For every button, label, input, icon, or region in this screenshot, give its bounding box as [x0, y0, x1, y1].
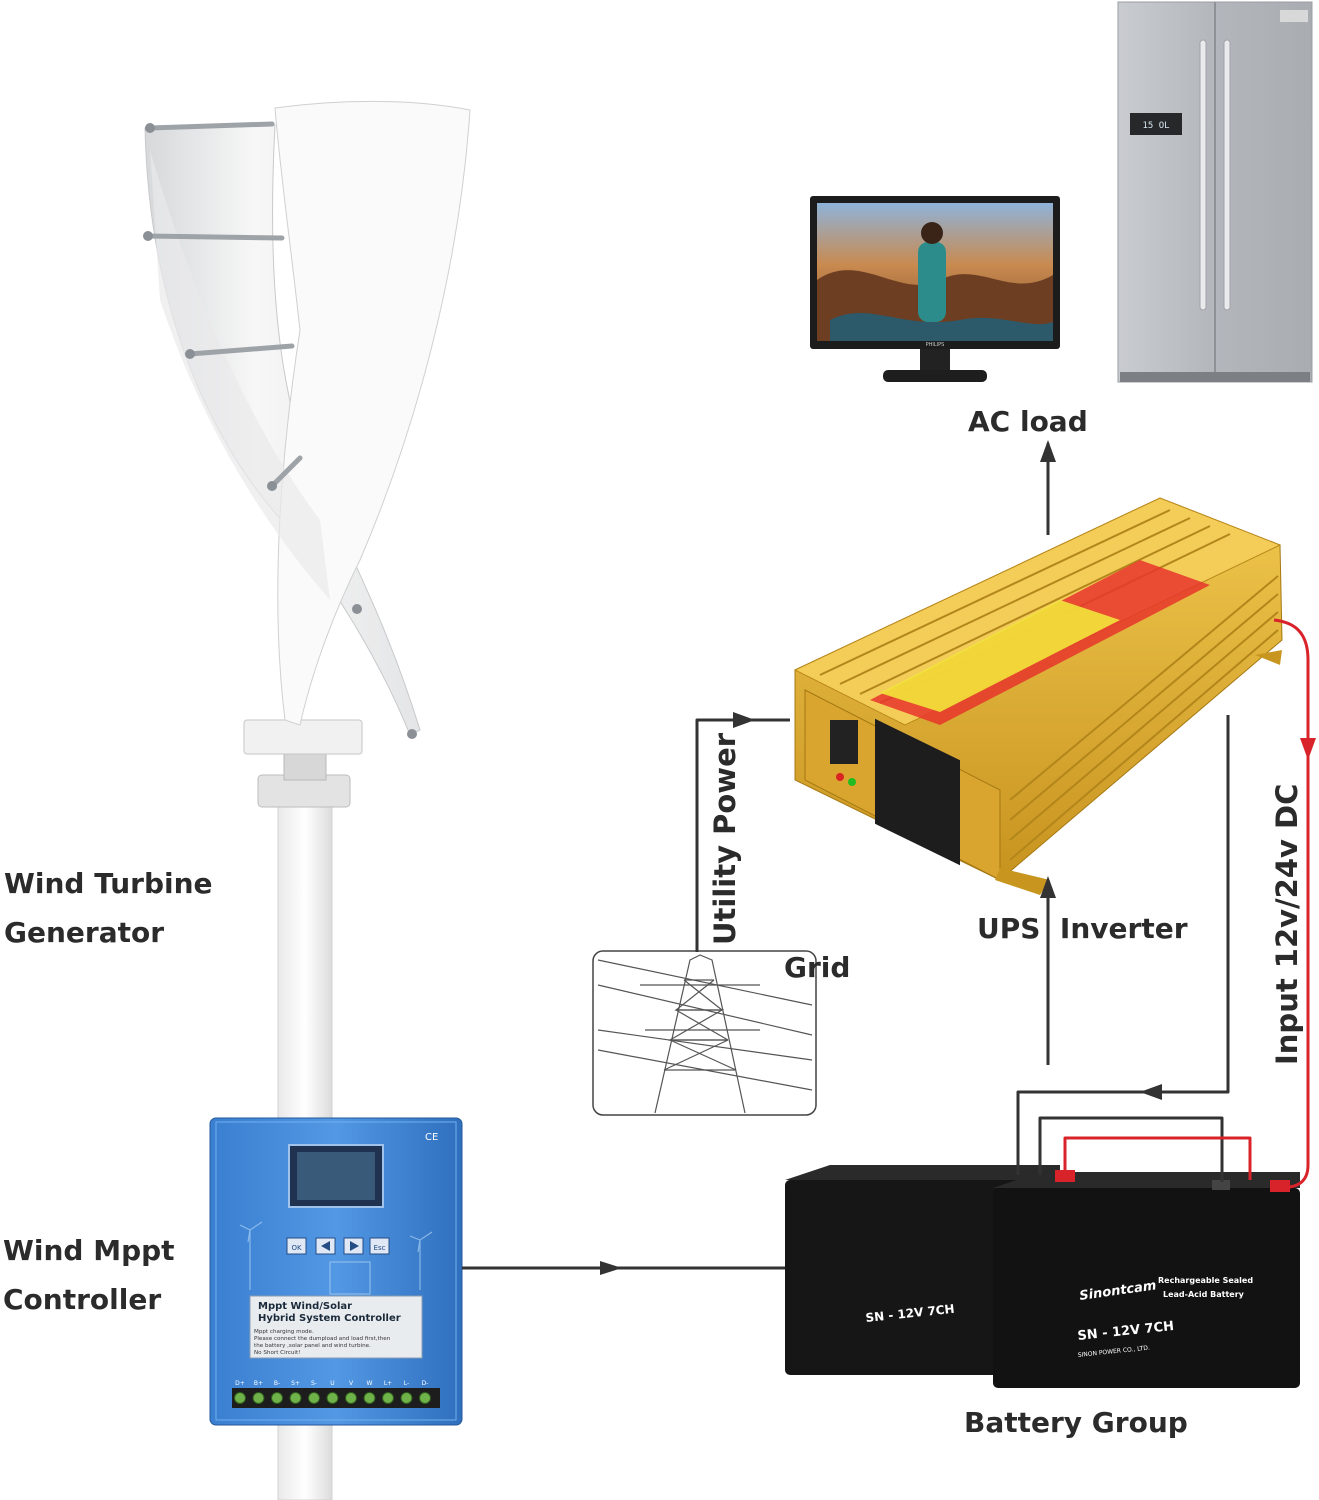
- terminal-label: L-: [404, 1380, 409, 1387]
- battery-input-label: Input 12v/24v DC: [1270, 783, 1304, 1065]
- controller-label-line1: Wind Mppt: [3, 1234, 175, 1267]
- terminal-screw: [363, 1392, 376, 1404]
- controller-esc-label: Esc: [374, 1244, 386, 1252]
- terminal-label: D+: [235, 1380, 245, 1387]
- refrigerator-image: 15 OL: [1117, 1, 1313, 383]
- controller-note-line4: No Short Circuit!: [254, 1350, 300, 1356]
- terminal-label: L+: [384, 1380, 392, 1387]
- battery-group-label: Battery Group: [964, 1406, 1188, 1439]
- terminal-label: W: [367, 1380, 373, 1387]
- battery-image: Sinontcam SN - 12V 7CH Rechargeable Seal…: [785, 1165, 1300, 1388]
- wind-turbine-label-line1: Wind Turbine: [4, 867, 213, 900]
- ac-load-label: AC load: [968, 405, 1088, 438]
- terminal-label: V: [349, 1380, 354, 1387]
- terminal-screw: [326, 1392, 339, 1404]
- wind-turbine-label-line2: Generator: [4, 916, 165, 949]
- controller-title-line2: Hybrid System Controller: [258, 1313, 401, 1324]
- terminal-screw: [308, 1392, 320, 1404]
- terminal-label: D-: [422, 1380, 429, 1387]
- utility-power-label: Utility Power: [708, 732, 742, 945]
- terminal-screw: [271, 1392, 283, 1404]
- terminal-label: B-: [274, 1380, 280, 1387]
- terminal-screw: [234, 1392, 246, 1404]
- terminal-screw: [252, 1392, 265, 1404]
- terminal-screws: [234, 1392, 431, 1404]
- controller-note-line1: Mppt charging mode.: [254, 1329, 314, 1335]
- battery-type-line1: Rechargeable Sealed: [1158, 1276, 1253, 1285]
- inverter-image: [793, 497, 1283, 895]
- controller-image: CE OK Esc Mppt Wind/Solar Hybrid System …: [209, 1117, 463, 1426]
- terminal-screw: [419, 1392, 431, 1404]
- controller-label-line2: Controller: [3, 1283, 162, 1316]
- battery-type-line2: Lead-Acid Battery: [1163, 1290, 1245, 1299]
- terminal-label: S-: [311, 1380, 317, 1387]
- monitor-image: PHILIPS: [810, 196, 1060, 382]
- terminal-label: S+: [291, 1380, 300, 1387]
- controller-note-line2: Please connect the dumpload and load fir…: [254, 1336, 391, 1342]
- terminal-label: B+: [254, 1380, 263, 1387]
- terminal-screw: [289, 1392, 302, 1404]
- controller-title-line1: Mppt Wind/Solar: [258, 1301, 352, 1312]
- ups-inverter-label: UPS Inverter: [977, 912, 1188, 945]
- wind-turbine-label: Wind Turbine Generator: [4, 859, 213, 957]
- power-tower-icon: [592, 950, 817, 1116]
- controller-label: Wind Mppt Controller: [3, 1226, 175, 1324]
- controller-note-line3: the battery ,solar panel and wind turbin…: [254, 1343, 371, 1349]
- wind-turbine-image: [143, 100, 471, 1500]
- wires: [462, 440, 1316, 1275]
- controller-ok-label: OK: [291, 1244, 302, 1252]
- terminal-label: U: [330, 1380, 334, 1387]
- wire-inverter-red: [1273, 618, 1310, 1190]
- wire-inverter-black: [1016, 715, 1230, 1175]
- fridge-display: 15 OL: [1142, 121, 1169, 131]
- terminal-screw: [400, 1392, 413, 1404]
- grid-label: Grid: [784, 951, 851, 984]
- ce-mark: CE: [425, 1132, 438, 1143]
- terminal-screw: [382, 1392, 394, 1404]
- terminal-screw: [345, 1392, 357, 1404]
- wire-grid-to-inverter: [695, 718, 790, 952]
- terminal-labels: D+ B+ B- S+ S- U V W L+ L- D-: [235, 1380, 428, 1387]
- monitor-brand: PHILIPS: [926, 342, 945, 348]
